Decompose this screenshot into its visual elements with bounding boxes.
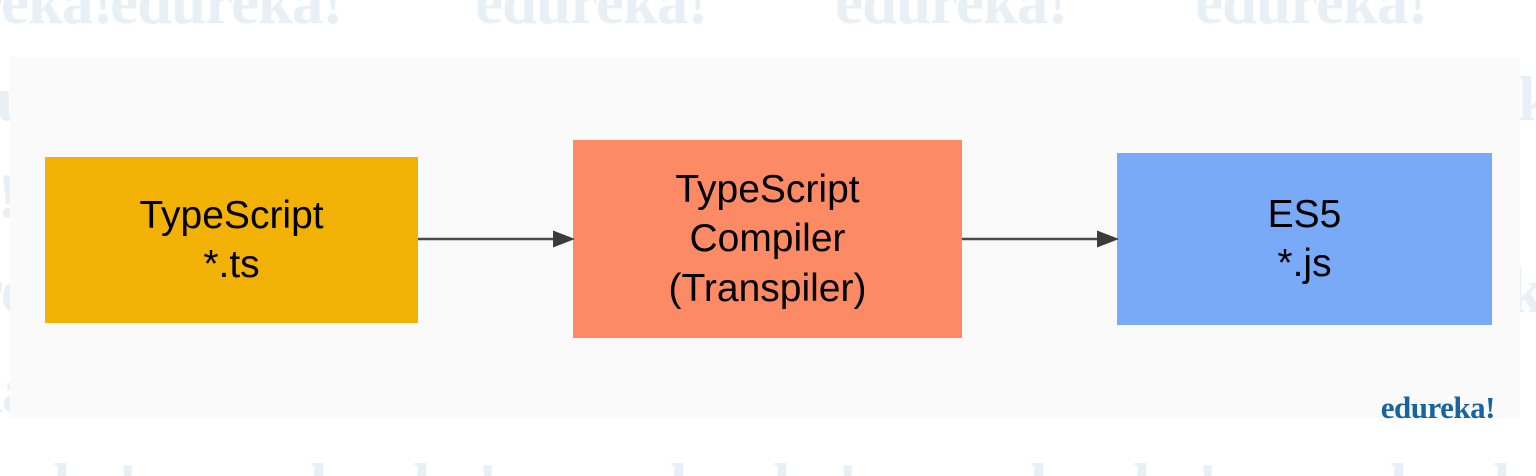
flow-arrow-compiler-to-output [962, 230, 1119, 248]
flow-arrow-source-to-compiler [418, 230, 575, 248]
arrow-head-icon [553, 230, 575, 248]
flow-node-line: *.js [1277, 242, 1332, 285]
arrow-head-icon [1097, 230, 1119, 248]
flow-node-es5-output[interactable]: ES5 *.js [1117, 153, 1492, 325]
flow-node-line: (Transpiler) [668, 266, 867, 310]
flow-node-line: TypeScript [675, 168, 860, 212]
flow-node-line: *.ts [203, 243, 260, 286]
edureka-logo: edureka! [1380, 390, 1496, 425]
flow-node-typescript-source[interactable]: TypeScript *.ts [45, 157, 418, 323]
flow-node-line: Compiler [689, 217, 846, 261]
flow-node-line: ES5 [1267, 192, 1342, 236]
flow-node-typescript-compiler[interactable]: TypeScript Compiler (Transpiler) [573, 140, 962, 338]
flow-node-line: TypeScript [139, 193, 324, 237]
